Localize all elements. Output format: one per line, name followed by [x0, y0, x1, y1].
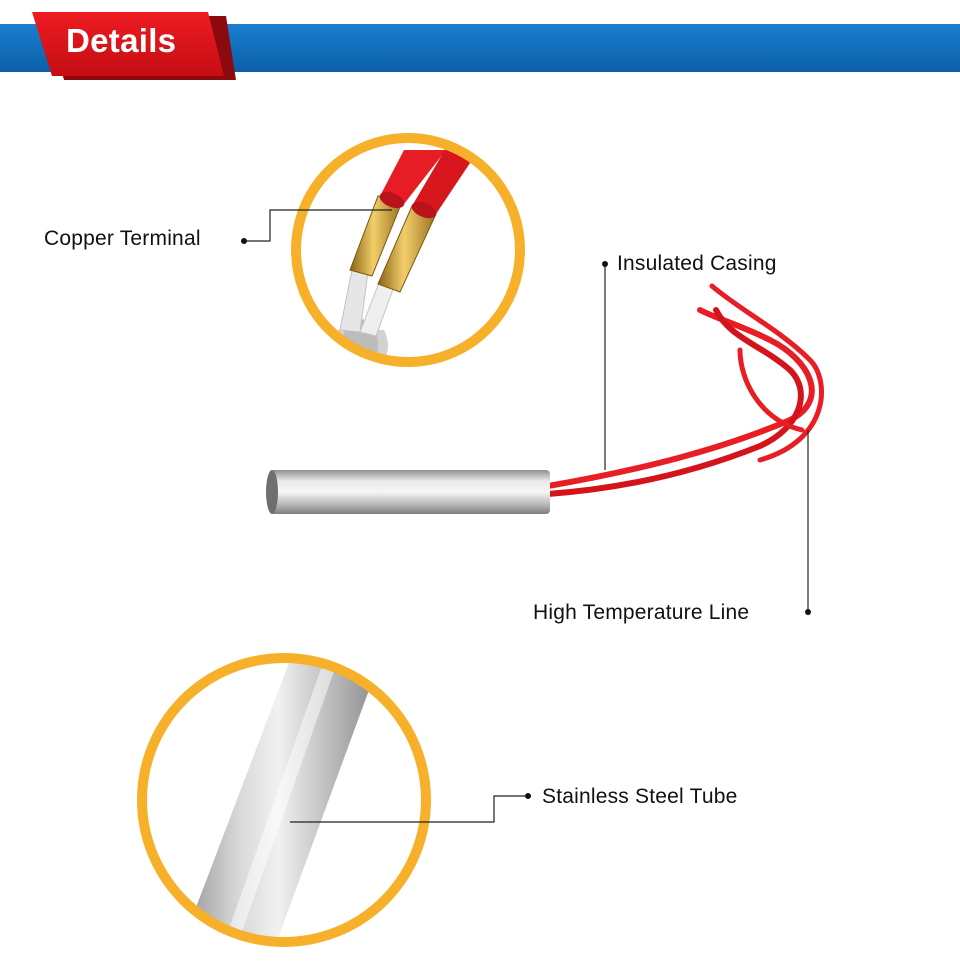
callout-copper-terminal: Copper Terminal — [44, 227, 201, 250]
header-tab — [32, 12, 224, 76]
callout-dots — [241, 238, 811, 799]
page-title: Details — [66, 22, 177, 59]
stainless-tube-zoom — [137, 653, 431, 947]
callout-stainless-steel-tube: Stainless Steel Tube — [542, 785, 738, 808]
callout-high-temperature-line: High Temperature Line — [533, 601, 750, 624]
header-banner — [0, 12, 960, 80]
copper-terminal-zoom — [291, 133, 525, 367]
cartridge-heater — [266, 283, 824, 514]
callout-lines — [244, 209, 809, 823]
callout-insulated-casing: Insulated Casing — [617, 252, 777, 275]
